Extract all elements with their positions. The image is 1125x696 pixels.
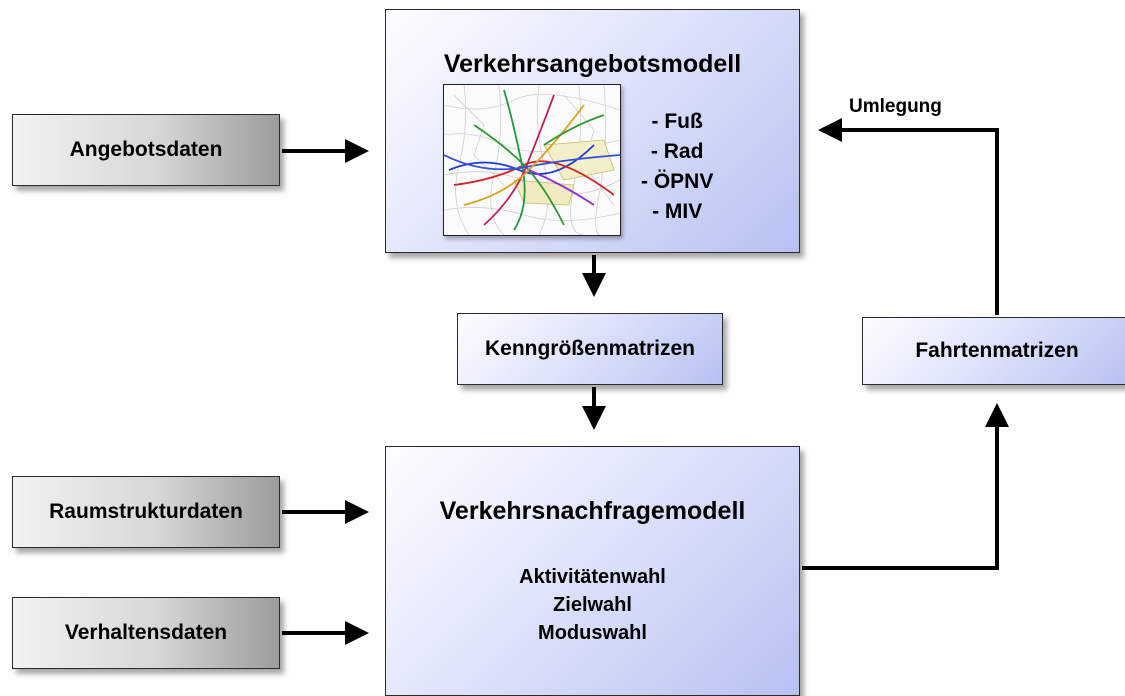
arrow-trip-to-supply	[818, 118, 999, 315]
verhaltensdaten-box: Verhaltensdaten	[12, 597, 280, 669]
demand-steps: Aktivitätenwahl Zielwahl Moduswahl	[386, 563, 799, 647]
step-item: Aktivitätenwahl	[519, 566, 666, 588]
network-map-graphic	[444, 85, 620, 235]
mode-list: - Fuß - Rad - ÖPNV - MIV	[641, 107, 713, 227]
mode-item: - MIV	[652, 200, 703, 223]
trip-matrices-label: Fahrtenmatrizen	[915, 339, 1079, 362]
mode-item: - Fuß	[651, 110, 703, 133]
angebotsdaten-box: Angebotsdaten	[12, 114, 280, 186]
verhaltensdaten-label: Verhaltensdaten	[64, 621, 228, 644]
supply-model-title: Verkehrsangebotsmodell	[443, 50, 742, 78]
trip-matrices-box: Fahrtenmatrizen	[862, 317, 1125, 385]
step-item: Moduswahl	[538, 622, 647, 644]
raumstrukturdaten-label: Raumstrukturdaten	[49, 500, 243, 523]
arrow-demand-to-trip	[802, 403, 1009, 570]
angebotsdaten-label: Angebotsdaten	[69, 138, 223, 161]
step-item: Zielwahl	[553, 594, 632, 616]
assignment-label: Umlegung	[849, 96, 942, 117]
supply-model-box: Verkehrsangebotsmodell	[385, 9, 800, 253]
network-map-image	[443, 84, 621, 236]
mode-item: - ÖPNV	[641, 170, 714, 193]
raumstrukturdaten-box: Raumstrukturdaten	[12, 476, 280, 548]
skim-matrices-label: Kenngrößenmatrizen	[484, 337, 696, 360]
mode-item: - Rad	[650, 140, 704, 163]
demand-model-box: Verkehrsnachfragemodell Aktivitätenwahl …	[385, 446, 800, 696]
demand-model-title: Verkehrsnachfragemodell	[439, 497, 746, 525]
skim-matrices-box: Kenngrößenmatrizen	[457, 313, 723, 385]
